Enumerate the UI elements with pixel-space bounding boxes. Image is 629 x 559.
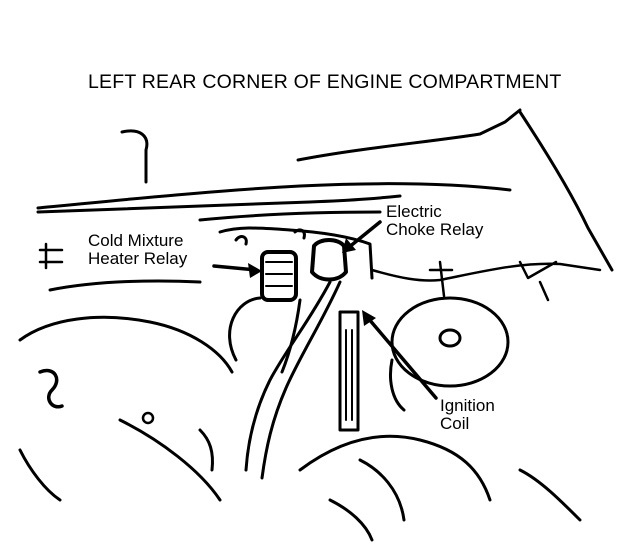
ignition-coil-body <box>338 310 360 432</box>
label-line: Ignition <box>440 396 495 415</box>
ignition-coil-arrow-line <box>366 316 438 400</box>
left-body <box>18 418 222 502</box>
cold-mixture-heater-relay-label: Cold Mixture Heater Relay <box>88 232 187 268</box>
cowl-line <box>296 108 522 162</box>
wire-run-right <box>370 262 602 282</box>
hood-edge <box>36 182 512 210</box>
wire-harness-b <box>260 280 342 480</box>
wire-harness-c <box>280 298 302 374</box>
electric-choke-relay-label: Electric Choke Relay <box>386 203 483 239</box>
ignition-coil-arrowhead <box>362 310 376 326</box>
ignition-coil-label: Ignition Coil <box>440 397 495 433</box>
cold-mixture-arrowhead <box>248 263 262 278</box>
round-reservoir <box>390 296 510 388</box>
strut-curl <box>38 368 64 409</box>
electric-choke-arrow-line <box>346 220 382 250</box>
side-rail <box>38 242 64 270</box>
wire-harness-a <box>244 280 332 472</box>
firewall-lower <box>48 279 202 292</box>
label-line: Coil <box>440 413 470 433</box>
label-line: Heater Relay <box>88 248 188 268</box>
wire-loop <box>228 296 262 362</box>
label-line: Choke Relay <box>386 219 484 239</box>
diagram-title: LEFT REAR CORNER OF ENGINE COMPARTMENT <box>88 71 562 93</box>
electric-choke-relay-body <box>310 238 348 282</box>
inner-panel <box>36 194 402 214</box>
label-line: Cold Mixture <box>88 231 184 250</box>
label-line: Electric <box>386 202 442 221</box>
electric-choke-arrowhead <box>342 238 356 253</box>
hood-bracket <box>120 129 149 184</box>
engine-lower <box>298 434 492 502</box>
cold-mixture-heater-relay-body <box>260 250 298 302</box>
fender-line <box>518 110 614 272</box>
firewall-ledge <box>198 210 382 222</box>
strut-tower <box>18 315 234 374</box>
